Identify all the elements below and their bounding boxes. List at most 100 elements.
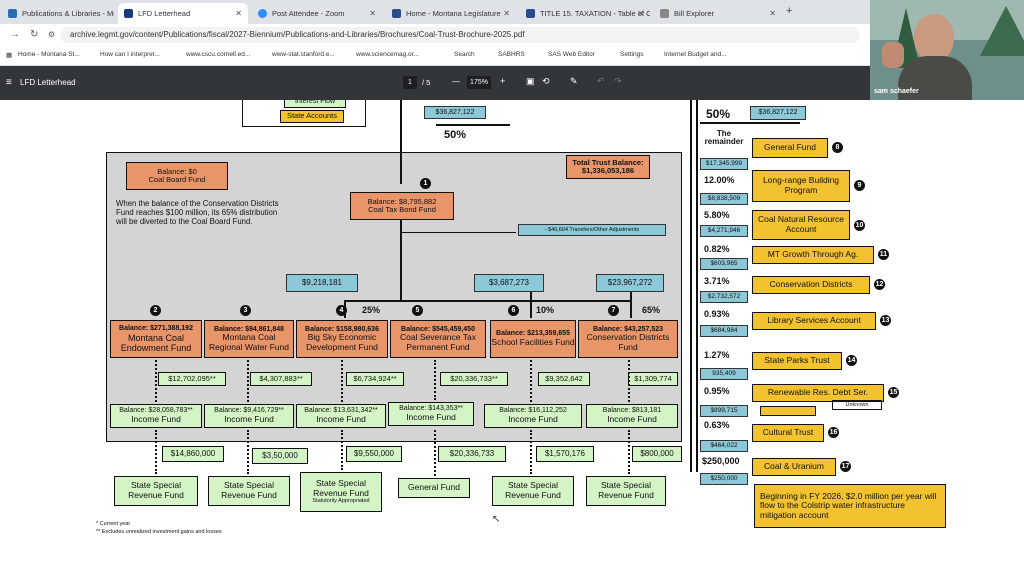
allocation-amount: $684,984 [700, 325, 748, 337]
bookmark-item[interactable]: www-stat.stanford.e... [272, 51, 335, 58]
tab-publications[interactable]: Publications & Libraries - Mont [2, 3, 114, 24]
flow-amount: $23,967,272 [596, 274, 664, 292]
coal-board-balance: Balance: $0 [157, 166, 197, 176]
income-label: Income Fund [224, 414, 274, 425]
reload-icon[interactable]: ↻ [30, 29, 39, 40]
bookmark-item[interactable]: Internet Budget and... [664, 51, 727, 58]
percent-10: 10% [536, 305, 555, 315]
mouse-cursor-icon: ↖ [492, 514, 501, 525]
fund-box: Balance: $545,459,450 Coal Severance Tax… [390, 320, 486, 358]
close-tab-icon[interactable]: ✕ [369, 9, 376, 18]
close-tab-icon[interactable]: ✕ [503, 9, 510, 18]
step-1-badge: 1 [420, 178, 431, 189]
fund-name: Coal Severance Tax Permanent Fund [400, 332, 476, 352]
allocation-amount: 935,409 [700, 368, 748, 380]
allocation-pct: 1.27% [704, 350, 730, 360]
close-tab-icon[interactable]: ✕ [769, 9, 776, 18]
bookmark-item[interactable]: www.cscu.cornell.ed... [186, 51, 251, 58]
right-amount-50: $36,827,122 [750, 106, 806, 120]
pdf-toolbar: ≡ LFD Letterhead 1 / 5 — 175% + ▣ ⟲ ✎ ↶ … [0, 66, 1024, 100]
total-trust-value: $1,336,053,186 [581, 166, 635, 175]
zoom-out-button[interactable]: — [452, 77, 460, 86]
bookmark-item[interactable]: www.sciencemag.or... [356, 51, 419, 58]
site-favicon-icon [660, 9, 669, 18]
transfers-adjustments: - $40,604 Transfers/Other Adjustments [518, 224, 666, 236]
step-badge: 3 [240, 305, 251, 316]
fund-balance: Balance: $271,388,192 [119, 325, 193, 332]
fit-page-icon[interactable]: ▣ [526, 76, 535, 86]
site-info-icon[interactable]: ⚙ [48, 30, 56, 39]
unknown-box: Unknown [832, 400, 882, 410]
distribution-amount: $9,550,000 [346, 446, 402, 462]
income-balance: Balance: $143,353** [399, 405, 463, 413]
fund-box: Balance: $271,388,192 Montana Coal Endow… [110, 320, 202, 358]
remainder-label: The remainder [704, 129, 744, 146]
tab-label: Post Attendee - Zoom [272, 9, 345, 18]
page-number-input[interactable]: 1 [403, 76, 417, 89]
new-tab-icon[interactable]: + [786, 5, 793, 17]
step-badge: 14 [846, 355, 857, 366]
forward-arrow-icon[interactable]: → [10, 29, 20, 40]
tab-mt-legislature[interactable]: Home - Montana Legislature ✕ [386, 3, 516, 24]
close-tab-icon[interactable]: ✕ [637, 9, 644, 18]
flow-line [436, 124, 510, 126]
rotate-icon[interactable]: ⟲ [542, 76, 550, 86]
income-label: Income Fund [607, 414, 657, 425]
footnote-current-year: * Current year [96, 521, 131, 527]
allocation-amount: $2,732,572 [700, 291, 748, 303]
allocation-amount: $603,965 [700, 258, 748, 270]
step-badge: 11 [878, 249, 889, 260]
colstrip-note: Beginning in FY 2026, $2.0 million per y… [754, 484, 946, 528]
bookmark-item[interactable]: Home - Montana St... [18, 51, 80, 58]
allocation-amount: $250,000 [700, 473, 748, 485]
zoom-favicon-icon [258, 9, 267, 18]
tab-title-15[interactable]: TITLE 15. TAXATION - Table of C ✕ [520, 3, 650, 24]
flow-amount: $1,309,774 [628, 372, 678, 386]
income-label: Income Fund [406, 412, 456, 423]
step-badge: 12 [874, 279, 885, 290]
bookmarks-bar: ▦ Home - Montana St... How can I interpr… [0, 46, 1024, 66]
right-divider-line [690, 100, 692, 472]
fund-box: Balance: $43,257,523 Conservation Distri… [578, 320, 678, 358]
url-bar[interactable]: archive.legmt.gov/content/Publications/f… [60, 27, 860, 43]
bookmark-item[interactable]: Settings [620, 51, 644, 58]
income-fund-box: Balance: $143,353** Income Fund [388, 402, 474, 426]
bookmark-item[interactable]: SAS Web Editor [548, 51, 595, 58]
allocation-fund: Conservation Districts [752, 276, 870, 294]
bookmark-item[interactable]: How can I interpret... [100, 51, 160, 58]
menu-icon[interactable]: ≡ [6, 77, 12, 88]
tab-zoom[interactable]: Post Attendee - Zoom ✕ [252, 3, 382, 24]
bookmarks-grid-icon[interactable]: ▦ [6, 52, 13, 59]
tab-bill-explorer[interactable]: Bill Explorer ✕ [654, 3, 782, 24]
fund-balance: Balance: $545,459,450 [401, 325, 475, 333]
destination-name: State Special Revenue Fund [598, 480, 654, 500]
zoom-level-input[interactable]: 175% [467, 76, 491, 89]
allocation-amount: $4,271,946 [700, 225, 748, 237]
flow-line [400, 100, 402, 184]
bookmark-item[interactable]: Search [454, 51, 475, 58]
undo-icon[interactable]: ↶ [597, 76, 605, 86]
tab-lfd-letterhead[interactable]: LFD Letterhead ✕ [118, 3, 248, 24]
step-badge: 4 [336, 305, 347, 316]
right-divider-line [696, 100, 698, 472]
allocation-fund: Long-range Building Program [752, 170, 850, 202]
total-trust-balance: Total Trust Balance: $1,336,053,186 [566, 155, 650, 179]
income-fund-box: Balance: $28,058,783** Income Fund [110, 404, 202, 428]
bookmark-item[interactable]: SABHRS [498, 51, 525, 58]
page-count: / 5 [422, 78, 431, 87]
flow-amount: $20,336,733** [440, 372, 508, 386]
flow-line [700, 122, 800, 124]
redo-icon[interactable]: ↷ [614, 76, 622, 86]
destination-fund: General Fund [398, 478, 470, 498]
step-badge: 13 [880, 315, 891, 326]
income-label: Income Fund [316, 414, 366, 425]
fund-name: School Facilities Fund [491, 337, 575, 348]
close-tab-icon[interactable]: ✕ [235, 9, 242, 18]
step-badge: 15 [888, 387, 899, 398]
allocation-pct: 0.63% [704, 420, 730, 430]
fund-name: Montana Coal Endowment Fund [120, 332, 192, 353]
distribution-amount: $14,860,000 [162, 446, 224, 462]
step-badge: 6 [508, 305, 519, 316]
zoom-in-button[interactable]: + [500, 76, 506, 86]
annotate-icon[interactable]: ✎ [570, 76, 578, 86]
